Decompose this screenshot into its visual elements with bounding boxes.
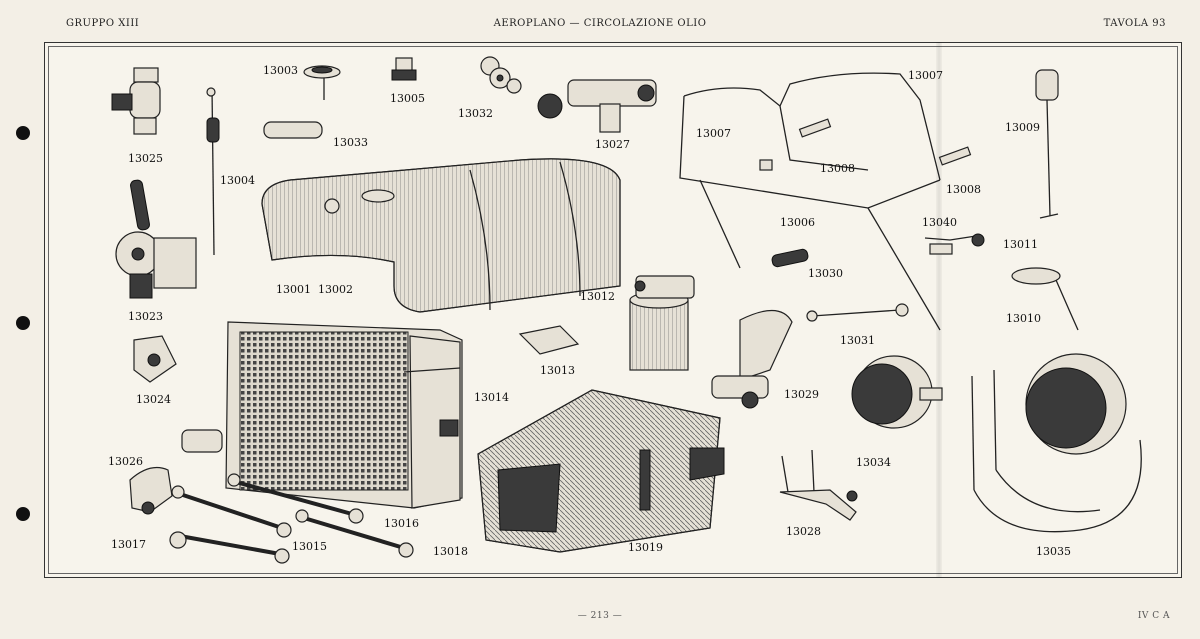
part-13013-plate-drawing xyxy=(518,325,580,355)
part-label-13011: 13011 xyxy=(1003,238,1038,251)
part-label-13040: 13040 xyxy=(922,216,957,229)
part-label-13004: 13004 xyxy=(220,174,255,187)
part-label-13024: 13024 xyxy=(136,393,171,406)
part-13026-fitting-drawing xyxy=(129,467,173,515)
part-label-13015: 13015 xyxy=(292,540,327,553)
part-label-13006: 13006 xyxy=(780,216,815,229)
part-13015-wrench-drawing xyxy=(171,485,292,538)
binder-hole-middle xyxy=(16,316,30,330)
part-13005-nut-drawing xyxy=(391,57,417,81)
part-13027-cock-drawing xyxy=(537,79,657,133)
part-13034-gauge-drawing xyxy=(851,355,943,429)
part-13016-wrench-drawing xyxy=(227,473,364,524)
part-13004-dipstick-drawing xyxy=(206,87,220,256)
part-13029-elbow-drawing xyxy=(711,309,793,409)
part-13017-wrench-drawing xyxy=(169,531,290,564)
part-label-13001: 13001 xyxy=(276,283,311,296)
binder-hole-bottom xyxy=(16,507,30,521)
part-label-13008-center: 13008 xyxy=(820,162,855,175)
part-13031-rod-drawing xyxy=(806,303,909,322)
part-label-13018: 13018 xyxy=(433,545,468,558)
part-13024-flange-drawing xyxy=(133,335,177,383)
part-label-13012: 13012 xyxy=(580,290,615,303)
part-label-13014: 13014 xyxy=(474,391,509,404)
plate-inner-frame xyxy=(48,46,1178,574)
part-label-13002: 13002 xyxy=(318,283,353,296)
part-label-13009: 13009 xyxy=(1005,121,1040,134)
part-label-13028: 13028 xyxy=(786,525,821,538)
part-13023-lever-valve-drawing xyxy=(115,179,197,299)
page-crease xyxy=(936,42,942,578)
part-label-13008-right: 13008 xyxy=(946,183,981,196)
part-label-13016: 13016 xyxy=(384,517,419,530)
part-label-13029: 13029 xyxy=(784,388,819,401)
part-label-13005: 13005 xyxy=(390,92,425,105)
part-label-13033: 13033 xyxy=(333,136,368,149)
edition-code: IV C A xyxy=(1137,611,1170,621)
part-13009-thermometer-probe-drawing xyxy=(1035,69,1059,219)
part-13033-tube-drawing xyxy=(263,121,323,139)
part-13025-fitting-drawing xyxy=(111,67,161,135)
part-label-13010: 13010 xyxy=(1006,312,1041,325)
plate-number: TAVOLA 93 xyxy=(1103,18,1166,29)
part-label-13034: 13034 xyxy=(856,456,891,469)
part-label-13007-top: 13007 xyxy=(908,69,943,82)
part-13012-filter-drawing xyxy=(629,275,695,371)
part-13030-hose-drawing xyxy=(771,248,809,268)
part-13006-support-frame-drawing xyxy=(679,72,972,331)
part-13003-cap-drawing xyxy=(303,65,341,100)
part-label-13026: 13026 xyxy=(108,455,143,468)
part-13014-radiator-drawing xyxy=(181,321,463,509)
part-label-13030: 13030 xyxy=(808,267,843,280)
page-number: — 213 — xyxy=(577,611,623,621)
binder-hole-top xyxy=(16,126,30,140)
part-label-13032: 13032 xyxy=(458,107,493,120)
part-13018-wrench-drawing xyxy=(295,509,414,558)
page-title: AEROPLANO — CIRCOLAZIONE OLIO xyxy=(493,18,707,29)
part-label-13031: 13031 xyxy=(840,334,875,347)
group-label: GRUPPO XIII xyxy=(66,18,140,29)
part-13028-bracket-drawing xyxy=(779,449,858,521)
part-label-13035: 13035 xyxy=(1036,545,1071,558)
part-13040-bracket-drawing xyxy=(924,233,985,255)
part-label-13023: 13023 xyxy=(128,310,163,323)
part-label-13019: 13019 xyxy=(628,541,663,554)
part-label-13013: 13013 xyxy=(540,364,575,377)
part-label-13003: 13003 xyxy=(263,64,298,77)
part-13035-gauge-drawing xyxy=(971,353,1142,533)
part-label-13027: 13027 xyxy=(595,138,630,151)
part-label-13007-left: 13007 xyxy=(696,127,731,140)
part-13001-oil-tank-drawing xyxy=(261,158,621,313)
part-13019-oil-cooler-cowl-drawing xyxy=(477,389,725,553)
part-label-13025: 13025 xyxy=(128,152,163,165)
part-label-13017: 13017 xyxy=(111,538,146,551)
part-13032-valve-drawing xyxy=(480,56,522,94)
part-13010-clamp-drawing xyxy=(1011,267,1079,331)
